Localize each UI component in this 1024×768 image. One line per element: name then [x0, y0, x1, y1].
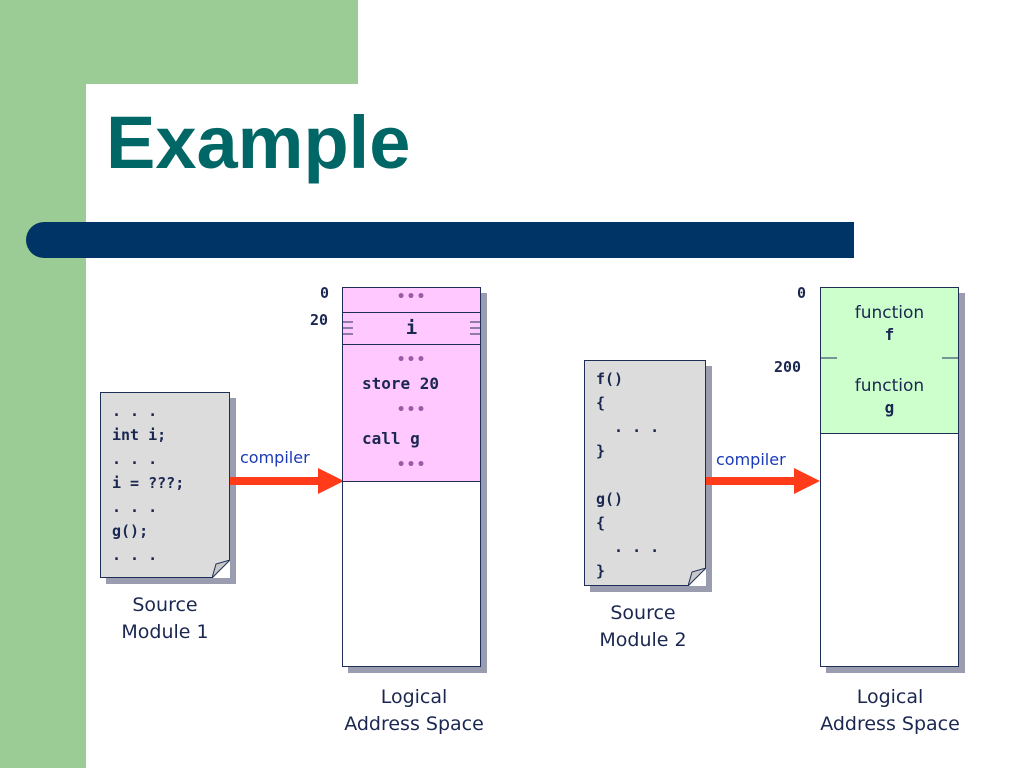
address-0-label: 0 — [797, 284, 807, 302]
tick-marks-left-icon — [343, 321, 353, 335]
source-module-2-label: Source Module 2 — [578, 600, 708, 654]
code-line: i = ???; — [112, 474, 185, 492]
source-module-1: . . . int i; . . . i = ???; . . . g(); . . . — [100, 392, 230, 578]
label-line: Module 2 — [599, 629, 687, 651]
left-green-bar — [0, 0, 86, 768]
code-line: { — [596, 514, 606, 532]
ellipsis-dots: ••• — [396, 289, 427, 305]
address-20-label: 20 — [310, 311, 329, 329]
code-line: . . . — [596, 418, 660, 436]
code-line: g() — [596, 490, 624, 508]
ellipsis-dots: ••• — [396, 457, 427, 473]
store-instruction: store 20 — [362, 374, 440, 393]
label-line: Source — [610, 602, 676, 624]
label-line: function — [854, 376, 925, 396]
call-instruction: call g — [362, 429, 420, 448]
compiler-arrow-1-icon — [230, 468, 344, 494]
code-line — [596, 463, 705, 487]
code-line: int i; — [112, 426, 167, 444]
ellipsis-dots: ••• — [396, 402, 427, 418]
function-f-block: function f — [821, 302, 958, 346]
code-line: { — [596, 394, 606, 412]
source-module-1-label: Source Module 1 — [100, 592, 230, 646]
label-line: Address Space — [820, 713, 960, 735]
code-segment-2: function f function g — [821, 288, 958, 434]
ellipsis-dots: ••• — [396, 352, 427, 368]
label-line: function — [854, 303, 925, 323]
compiler-arrow-2-icon — [706, 468, 820, 494]
code-line: . . . — [112, 498, 158, 516]
code-line: } — [596, 562, 606, 580]
tick-marks-right-icon — [470, 321, 480, 335]
segment-divider-icon — [821, 357, 958, 359]
function-name: f — [884, 325, 895, 344]
address-0-label: 0 — [320, 284, 330, 302]
label-line: Module 1 — [121, 621, 209, 643]
source-module-2-code: f() { . . .} g() { . . .} — [585, 361, 705, 583]
code-line: f() — [596, 370, 624, 388]
logical-address-space-1-label: Logical Address Space — [322, 684, 506, 738]
logical-address-space-1: ••• i ••• store 20 ••• call g ••• — [342, 287, 481, 667]
source-module-1-code: . . . int i; . . . i = ???; . . . g(); . . . — [101, 393, 229, 567]
address-200-label: 200 — [774, 358, 802, 376]
page-fold-icon — [212, 560, 230, 578]
label-line: Logical — [856, 686, 924, 708]
code-segment-1: ••• i ••• store 20 ••• call g ••• — [343, 288, 480, 482]
page-fold-icon — [688, 568, 706, 586]
variable-i-slot: i — [343, 312, 480, 345]
title-underline-bar — [26, 222, 854, 258]
label-line: Address Space — [344, 713, 484, 735]
code-line: . . . — [112, 450, 158, 468]
logical-address-space-2: function f function g — [820, 287, 959, 667]
compiler-label-2: compiler — [716, 450, 786, 469]
logical-address-space-2-label: Logical Address Space — [798, 684, 982, 738]
code-line: g(); — [112, 522, 149, 540]
top-green-block — [0, 0, 358, 84]
function-g-block: function g — [821, 375, 958, 419]
label-line: Source — [132, 594, 198, 616]
code-line: . . . — [112, 402, 158, 420]
source-module-2: f() { . . .} g() { . . .} — [584, 360, 706, 586]
label-line: Logical — [380, 686, 448, 708]
compiler-label-1: compiler — [240, 448, 310, 467]
slide-title: Example — [106, 101, 411, 184]
code-line: . . . — [112, 546, 158, 564]
code-line: } — [596, 442, 606, 460]
code-line: . . . — [596, 538, 660, 556]
function-name: g — [884, 398, 895, 417]
